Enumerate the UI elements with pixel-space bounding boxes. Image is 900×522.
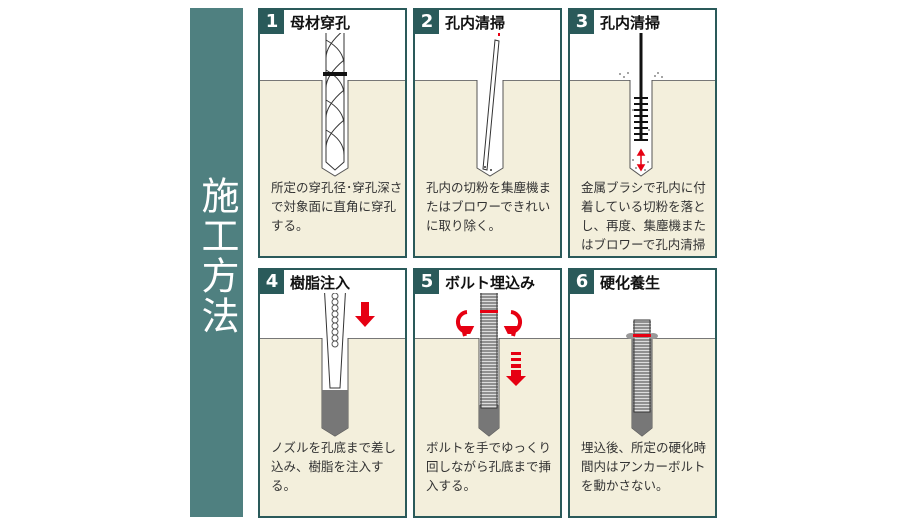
step-5-panel: 5 ボルト埋込み ボルトを手でゆっくり回しながら孔底まで挿入する。 <box>413 268 562 518</box>
step-title: 樹脂注入 <box>290 272 353 293</box>
step-number: 6 <box>570 270 594 294</box>
step-description: 埋込後、所定の硬化時間内はアンカーボルトを動かさない。 <box>581 440 707 493</box>
step-title: 孔内清掃 <box>445 12 508 33</box>
step-4-panel: 4 樹脂注入 ノズルを孔底まで差し込み、樹脂を注入する。 <box>258 268 407 518</box>
step-2-panel: 2 孔内清掃 孔内の切粉を集塵機またはブロワーできれいに取り除く。 <box>413 8 562 258</box>
section-title: 施工方法 <box>195 176 239 336</box>
down-arrow-icon <box>506 352 526 386</box>
step-description: ボルトを手でゆっくり回しながら孔底まで挿入する。 <box>426 440 552 493</box>
rotate-right-icon <box>503 310 522 337</box>
drill-illustration <box>321 19 349 177</box>
up-down-arrow-icon <box>636 148 646 172</box>
bolt-insert-illustration <box>456 279 526 437</box>
step-6-panel: 6 硬化養生 埋込後、所定の硬化時間内はアンカーボルトを動かさない。 <box>568 268 717 518</box>
step-3-panel: 3 孔内清掃 金属ブラシで孔内に付着している切粉を落とし、再度、集塵機またはブロ… <box>568 8 717 258</box>
step-number: 2 <box>415 10 439 34</box>
step-number: 4 <box>260 270 284 294</box>
brush-illustration <box>619 28 663 177</box>
step-description: ノズルを孔底まで差し込み、樹脂を注入する。 <box>271 440 397 493</box>
step-number: 1 <box>260 10 284 34</box>
step-title: 孔内清掃 <box>600 12 663 33</box>
section-title-band: 施工方法 <box>190 8 243 517</box>
step-description: 所定の穿孔径･穿孔深さで対象面に直角に穿孔する。 <box>271 180 403 233</box>
step-number: 3 <box>570 10 594 34</box>
blower-illustration <box>476 15 505 177</box>
step-title: 母材穿孔 <box>290 12 353 33</box>
down-arrow-icon <box>355 302 375 327</box>
step-title: 硬化養生 <box>600 272 663 293</box>
rotate-left-icon <box>456 310 475 337</box>
curing-illustration <box>626 319 658 437</box>
step-title: ボルト埋込み <box>445 272 538 293</box>
step-description: 金属ブラシで孔内に付着している切粉を落とし、再度、集塵機またはブロワーで孔内清掃… <box>581 180 707 252</box>
step-number: 5 <box>415 270 439 294</box>
step-1-panel: 1 母材穿孔 所定の穿孔径･穿孔深さで対象面に直角に穿孔する。 <box>258 8 407 258</box>
step-description: 孔内の切粉を集塵機またはブロワーできれいに取り除く。 <box>426 180 552 233</box>
